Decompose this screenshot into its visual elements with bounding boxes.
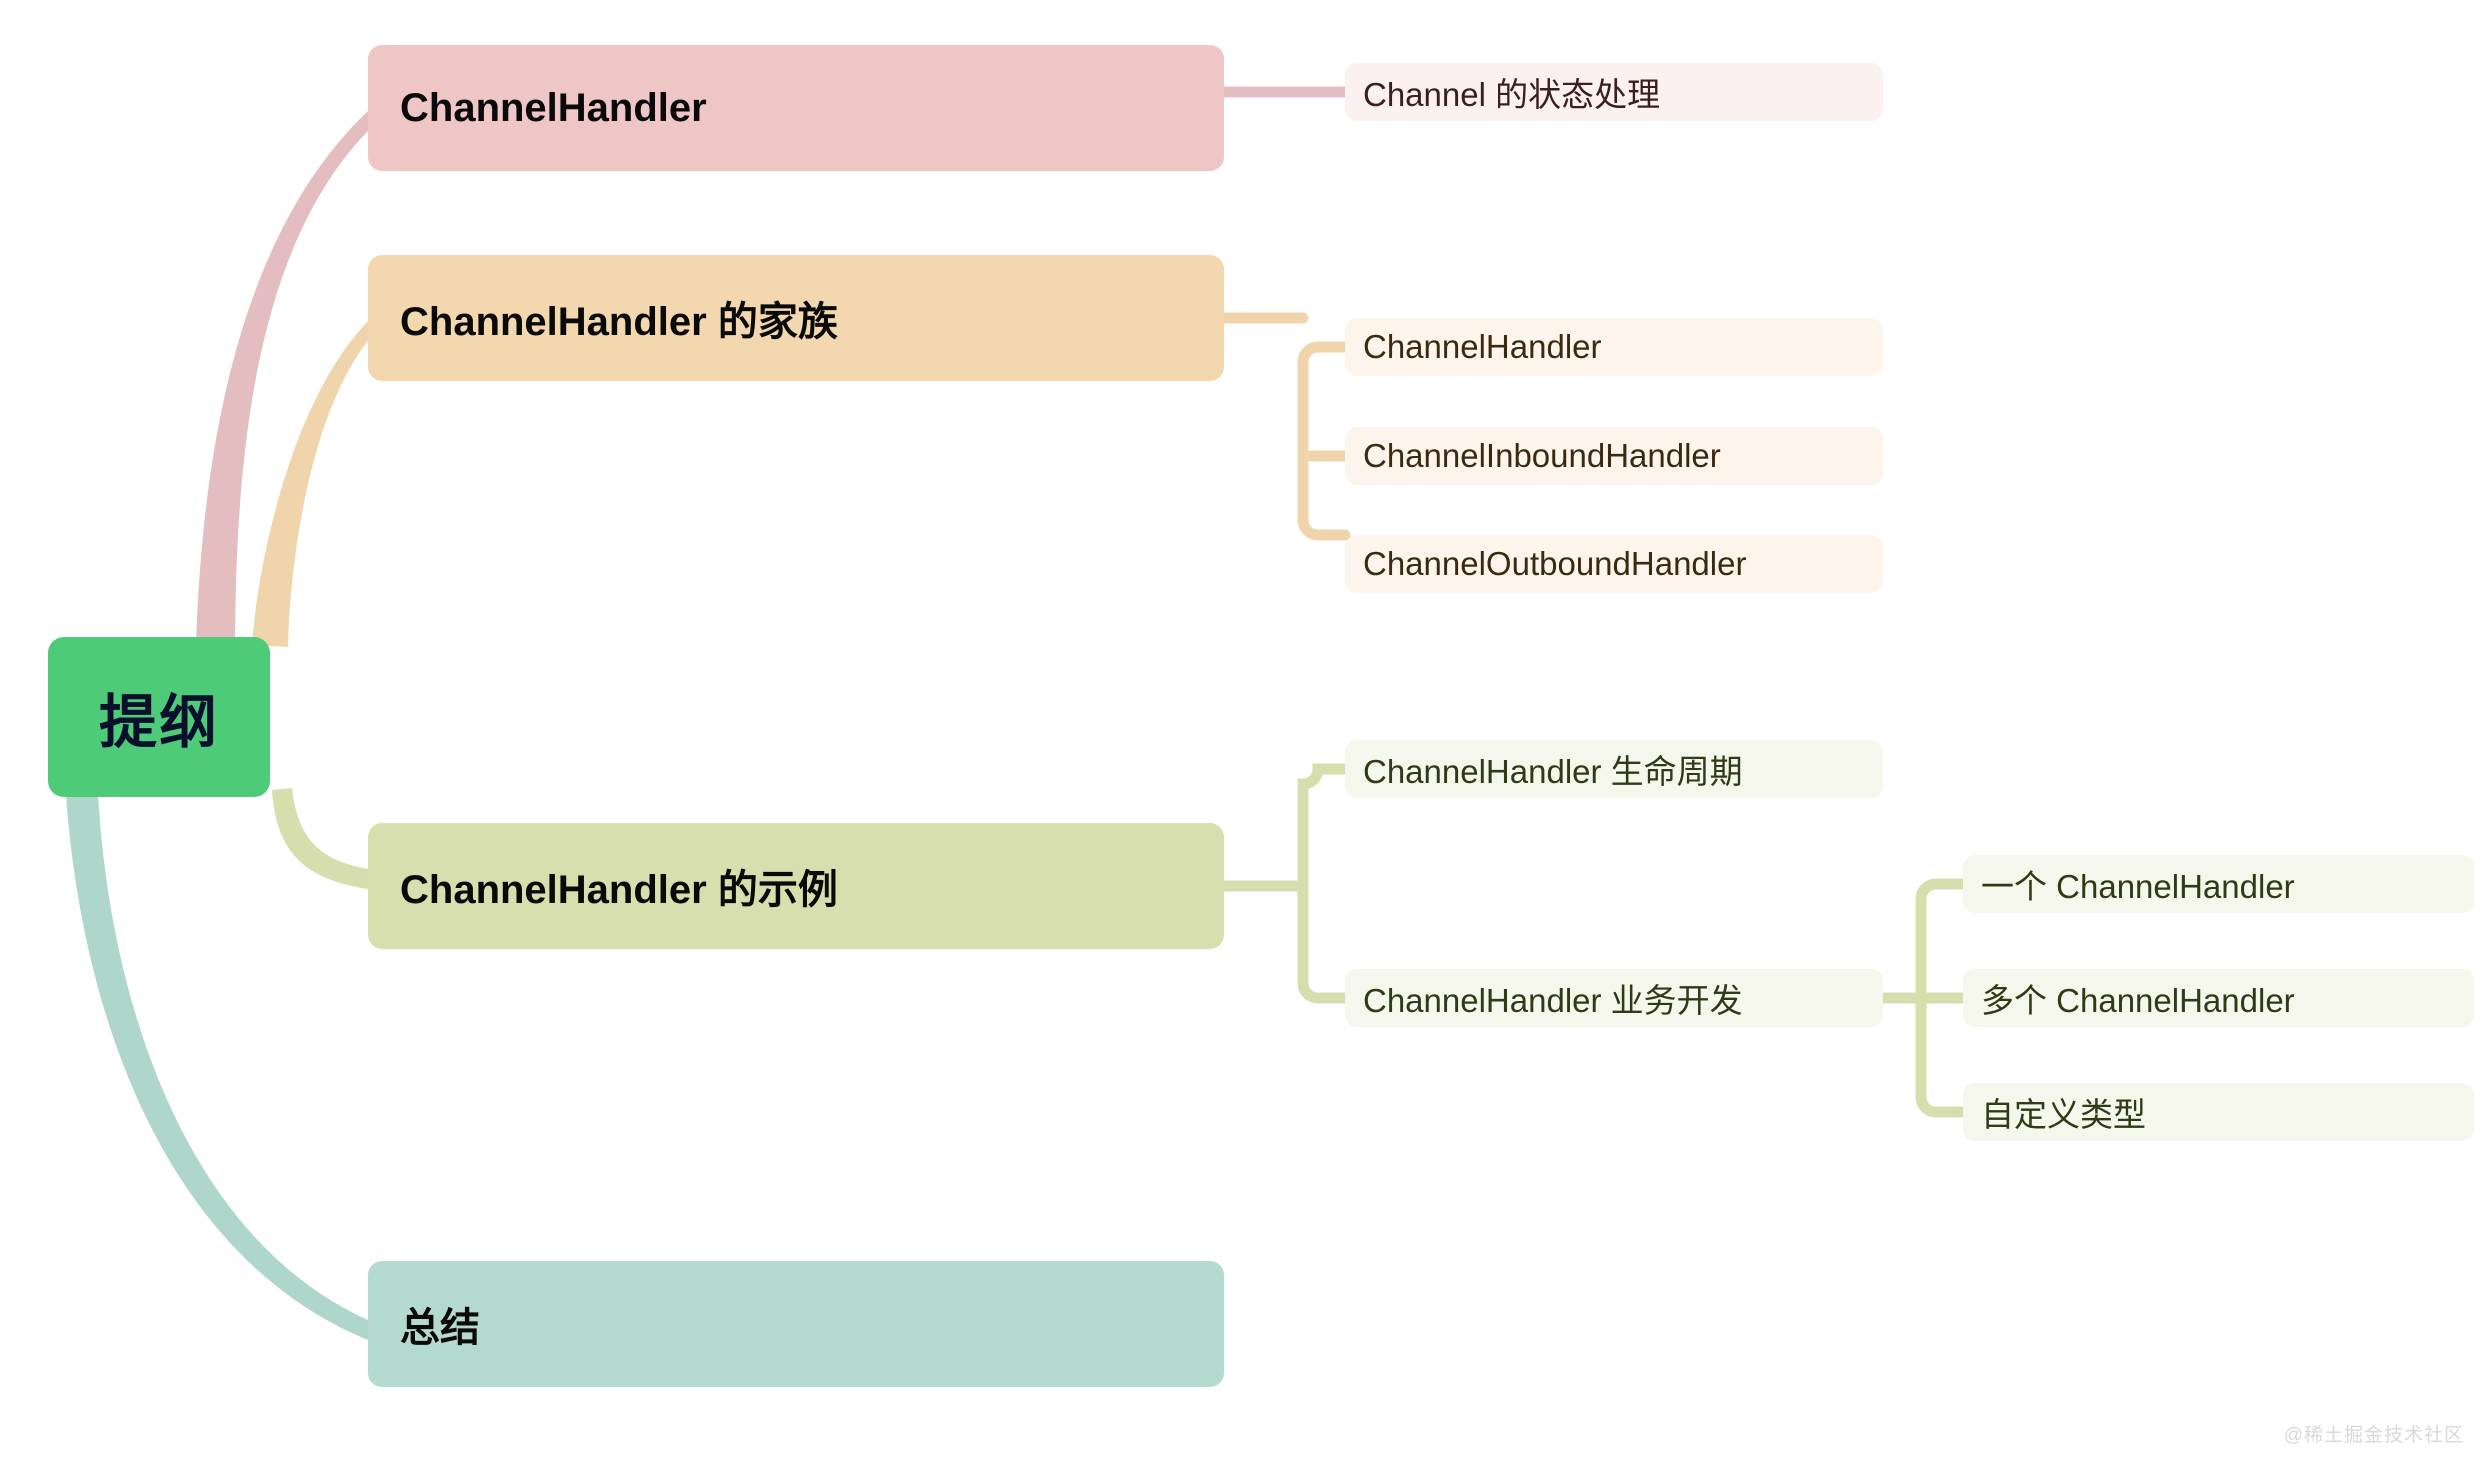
leaf-node-custom-type[interactable]: 自定义类型 (1963, 1083, 2474, 1141)
mindmap-root-node[interactable]: 提纲 (48, 637, 270, 797)
branch-node-channelhandler[interactable]: ChannelHandler (368, 45, 1224, 171)
leaf-node-single-handler[interactable]: 一个 ChannelHandler (1963, 855, 2474, 913)
leaf-node-channel-state[interactable]: Channel 的状态处理 (1345, 63, 1883, 121)
branch-node-examples[interactable]: ChannelHandler 的示例 (368, 823, 1224, 949)
branch-node-family[interactable]: ChannelHandler 的家族 (368, 255, 1224, 381)
edge-root-to-family (252, 321, 368, 647)
mindmap-root-label: 提纲 (98, 690, 219, 755)
leaf-label-custom-type: 自定义类型 (1981, 1096, 2146, 1133)
branch-label-channelhandler: ChannelHandler (400, 85, 707, 130)
leaf-node-channelhandler[interactable]: ChannelHandler (1345, 318, 1883, 376)
leaf-node-multiple-handlers[interactable]: 多个 ChannelHandler (1963, 969, 2474, 1027)
branch-label-examples: ChannelHandler 的示例 (400, 868, 838, 912)
branch-node-summary[interactable]: 总结 (368, 1261, 1224, 1387)
leaf-node-business[interactable]: ChannelHandler 业务开发 (1345, 969, 1883, 1027)
leaf-label-channelinboundhandler: ChannelInboundHandler (1363, 437, 1721, 474)
leaf-label-business: ChannelHandler 业务开发 (1363, 982, 1743, 1019)
edge-business-bracket (1877, 878, 1969, 1118)
watermark: @稀土掘金技术社区 (2283, 1425, 2464, 1446)
leaf-label-channeloutboundhandler: ChannelOutboundHandler (1363, 545, 1747, 582)
branch-label-summary: 总结 (400, 1306, 480, 1350)
edge-root-to-summary (66, 793, 368, 1340)
leaf-node-channelinboundhandler[interactable]: ChannelInboundHandler (1345, 427, 1883, 485)
leaf-node-lifecycle[interactable]: ChannelHandler 生命周期 (1345, 740, 1883, 798)
edge-examples-bracket (1218, 763, 1351, 1004)
leaf-label-multiple-handlers: 多个 ChannelHandler (1981, 982, 2295, 1019)
leaf-label-channel-state: Channel 的状态处理 (1363, 76, 1661, 113)
edge-family-bracket (1218, 312, 1351, 541)
branch-label-family: ChannelHandler 的家族 (400, 300, 838, 344)
leaf-label-channelhandler: ChannelHandler (1363, 328, 1602, 365)
leaf-label-lifecycle: ChannelHandler 生命周期 (1363, 753, 1743, 790)
edge-root-to-examples (272, 788, 368, 889)
leaf-label-single-handler: 一个 ChannelHandler (1981, 868, 2295, 905)
edge-root-to-channelhandler (196, 111, 368, 645)
leaf-node-channeloutboundhandler[interactable]: ChannelOutboundHandler (1345, 535, 1883, 593)
